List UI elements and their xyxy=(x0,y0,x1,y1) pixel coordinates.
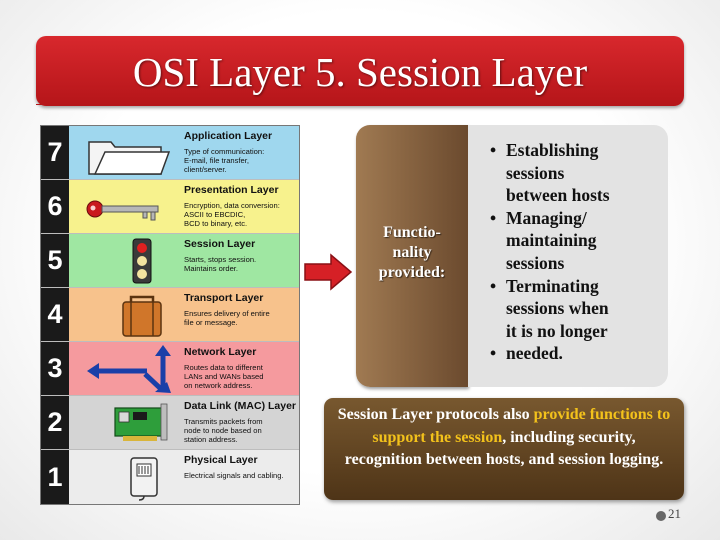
list-item: • Terminating sessions when it is no lon… xyxy=(468,275,668,343)
list-item-line: sessions when xyxy=(506,298,609,319)
list-item-line: sessions xyxy=(506,252,565,273)
layer-desc-line: station address. xyxy=(184,434,238,444)
functionality-label: Functio- nality provided: xyxy=(356,223,468,283)
protocols-note-box: Session Layer protocols also provide fun… xyxy=(324,398,684,500)
list-item-line: Establishing xyxy=(506,140,599,160)
page-number-dot xyxy=(656,511,666,521)
layer-desc-line: Routes data to different xyxy=(184,363,263,372)
osi-layer-row: 7 Application Layer Type of communicatio… xyxy=(41,126,299,180)
layer-desc-line: Encryption, data conversion: xyxy=(184,201,280,210)
osi-layer-row: 4 Transport Layer Ensures delivery of en… xyxy=(41,288,299,342)
bullet-icon: • xyxy=(490,207,497,228)
list-item-line: Terminating xyxy=(506,275,599,296)
protocols-note: Session Layer protocols also provide fun… xyxy=(332,404,676,472)
slide-title: OSI Layer 5. Session Layer xyxy=(132,49,588,95)
routing-arrows-icon xyxy=(75,344,175,394)
layer-desc-line: on network address. xyxy=(184,380,253,390)
list-item-line: needed. xyxy=(506,343,563,364)
functionality-box: Functio- nality provided: xyxy=(356,125,468,387)
list-item: • Managing/ maintaining sessions xyxy=(468,207,668,275)
cable-icon xyxy=(75,452,175,502)
layer-name: Transport Layer xyxy=(184,292,264,304)
layer-number: 5 xyxy=(41,234,69,287)
functions-list: • Establishing sessions between hosts • … xyxy=(468,139,668,365)
osi-layer-row: 3 Network Layer Routes data to different… xyxy=(41,342,299,396)
layer-number: 2 xyxy=(41,396,69,449)
layer-desc-line: Electrical signals and cabling. xyxy=(184,471,284,480)
folder-icon xyxy=(75,128,175,178)
list-item-line: sessions xyxy=(506,162,565,183)
note-highlight: provide xyxy=(533,406,586,423)
list-item-line: maintaining xyxy=(506,230,597,251)
traffic-light-icon xyxy=(75,236,175,286)
list-item-line: it is no longer xyxy=(506,320,608,341)
bullet-icon: • xyxy=(490,140,497,160)
layer-desc-line: BCD to binary, etc. xyxy=(184,218,248,228)
layer-number: 4 xyxy=(41,288,69,341)
layer-desc-line: Starts, stops session. xyxy=(184,255,257,264)
key-icon xyxy=(75,182,175,232)
osi-stack-diagram: 7 Application Layer Type of communicatio… xyxy=(40,125,300,505)
page-number: 21 xyxy=(668,506,681,521)
layer-number: 3 xyxy=(41,342,69,395)
layer-desc-line: E-mail, file transfer, xyxy=(184,155,249,165)
list-item-line: Managing/ xyxy=(506,207,587,228)
note-highlight: functions to support the session xyxy=(372,406,671,446)
osi-layer-row: 5 Session Layer Starts, stops session. M… xyxy=(41,234,299,288)
layer-number: 7 xyxy=(41,126,69,179)
list-item: • needed. xyxy=(468,342,668,365)
layer-desc: Starts, stops session. Maintains order. xyxy=(184,255,298,274)
osi-layer-row: 6 Presentation Layer Encryption, data co… xyxy=(41,180,299,234)
list-item: • Establishing sessions between hosts xyxy=(468,139,668,207)
osi-layer-row: 1 Physical Layer Electrical signals and … xyxy=(41,450,299,504)
layer-desc-line: LANs and WANs based xyxy=(184,371,264,381)
functionality-label-line: nality xyxy=(392,244,432,261)
list-item-line: between hosts xyxy=(506,185,610,206)
note-text: Session Layer protocols also xyxy=(337,406,534,423)
layer-name: Physical Layer xyxy=(184,454,258,466)
suitcase-icon xyxy=(75,290,175,340)
layer-name: Data Link (MAC) Layer xyxy=(184,400,297,412)
layer-desc: Routes data to different LANs and WANs b… xyxy=(184,363,298,390)
layer-number: 1 xyxy=(41,450,69,504)
layer-desc: Ensures delivery of entire file or messa… xyxy=(184,309,298,328)
layer-desc-line: Ensures delivery of entire xyxy=(184,309,270,318)
functions-list-box: • Establishing sessions between hosts • … xyxy=(468,125,668,387)
layer-name: Application Layer xyxy=(184,130,273,142)
osi-layer-row: 2 Data Link (MAC) Layer Transmits packet… xyxy=(41,396,299,450)
title-underline xyxy=(36,104,352,105)
layer-desc: Electrical signals and cabling. xyxy=(184,471,298,481)
layer-name: Session Layer xyxy=(184,238,256,250)
title-bar: OSI Layer 5. Session Layer xyxy=(36,36,684,106)
network-card-icon xyxy=(75,398,175,448)
layer-desc-line: client/server. xyxy=(184,164,227,174)
layer-desc: Encryption, data conversion: ASCII to EB… xyxy=(184,201,298,228)
layer-desc-line: ASCII to EBCDIC, xyxy=(184,209,246,219)
bullet-icon: • xyxy=(490,343,497,364)
layer-name: Network Layer xyxy=(184,346,257,358)
bullet-icon: • xyxy=(490,275,497,296)
layer-number: 6 xyxy=(41,180,69,233)
note-text: , including security, recognition betwee… xyxy=(344,428,664,469)
layer-name: Presentation Layer xyxy=(184,184,279,196)
layer-desc-line: file or message. xyxy=(184,317,238,327)
layer-desc-line: Maintains order. xyxy=(184,263,239,273)
functionality-label-line: provided: xyxy=(378,264,446,281)
right-arrow-icon xyxy=(304,253,353,291)
layer-desc-line: Transmits packets from xyxy=(184,417,263,426)
layer-desc-line: node to node based on xyxy=(184,425,262,435)
layer-desc: Type of communication: E-mail, file tran… xyxy=(184,147,298,174)
layer-desc: Transmits packets from node to node base… xyxy=(184,417,298,444)
layer-desc-line: Type of communication: xyxy=(184,147,265,156)
functionality-label-line: Functio- xyxy=(383,224,441,241)
